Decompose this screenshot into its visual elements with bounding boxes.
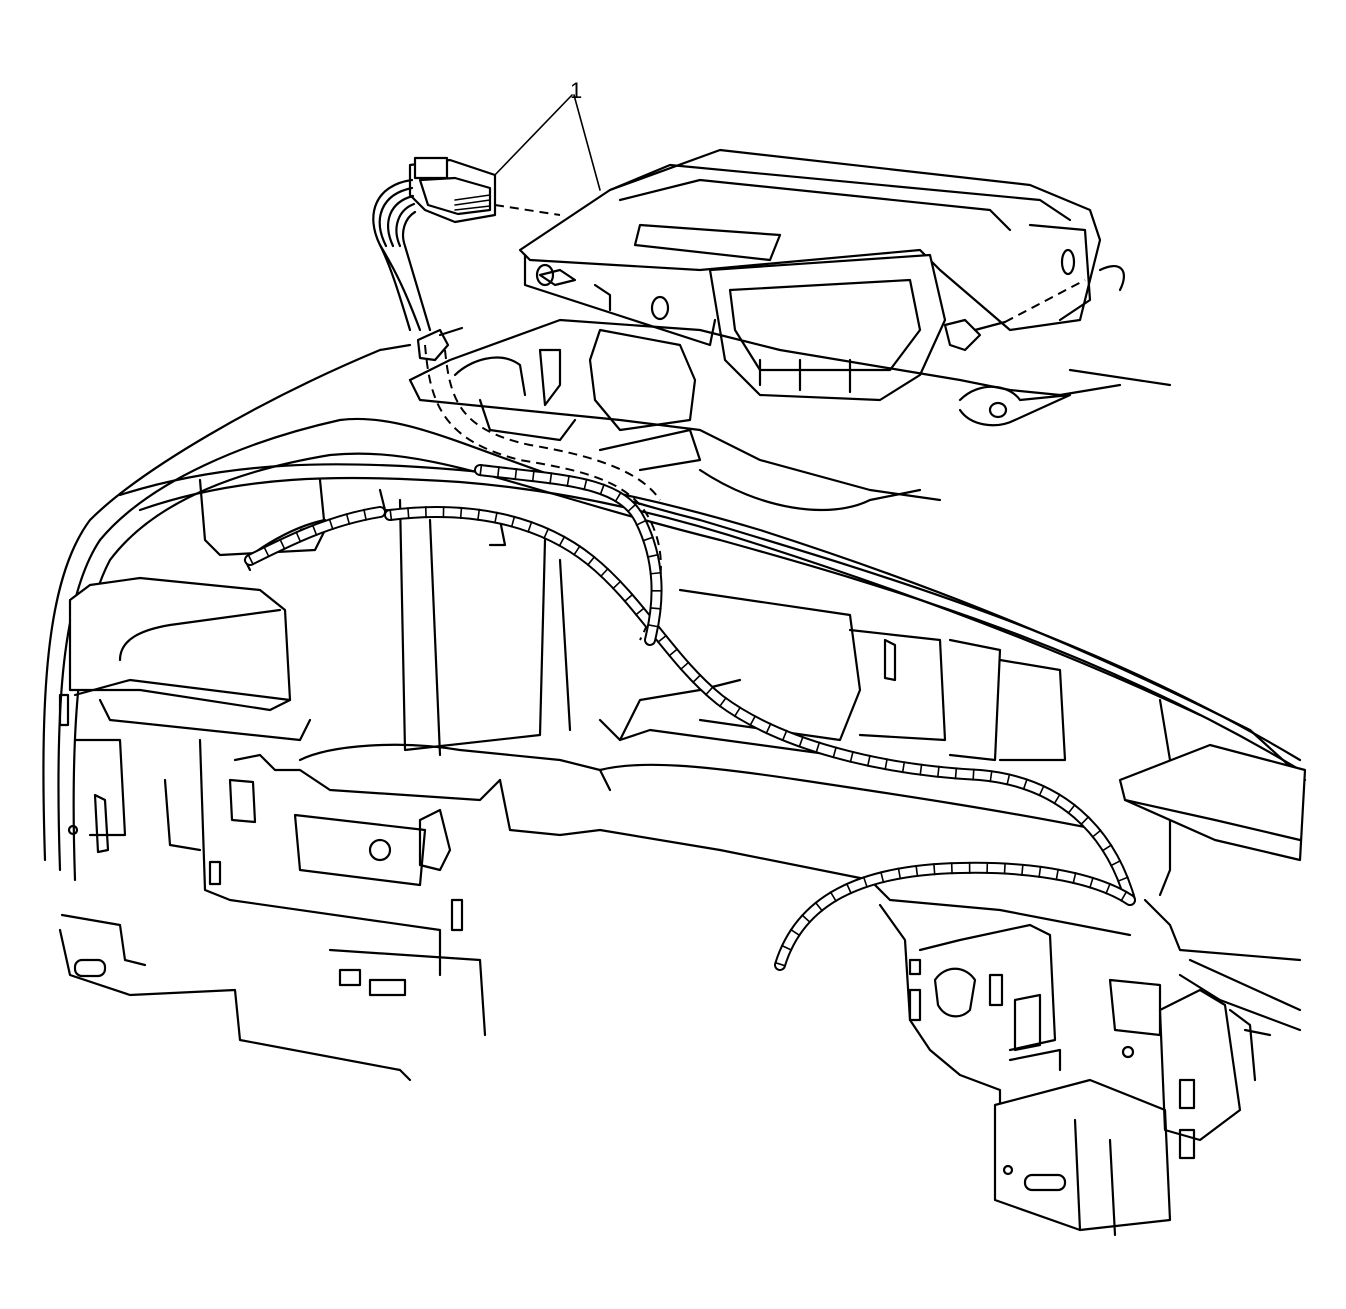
right-lower-bracket	[878, 903, 1272, 1237]
callout-1-number: 1	[570, 78, 582, 103]
leader-line-connector	[491, 94, 573, 179]
callout-1: 1	[491, 78, 601, 191]
leader-line-module	[573, 94, 601, 191]
electrical-connector	[408, 156, 561, 224]
connector-wire-harness	[372, 178, 432, 332]
mounting-bolt-right	[943, 318, 982, 352]
instrument-panel-carrier	[42, 343, 1307, 1082]
module-bracket	[408, 265, 1172, 512]
inflator-module	[518, 148, 1102, 402]
wiring-harness-taped	[244, 464, 1136, 971]
